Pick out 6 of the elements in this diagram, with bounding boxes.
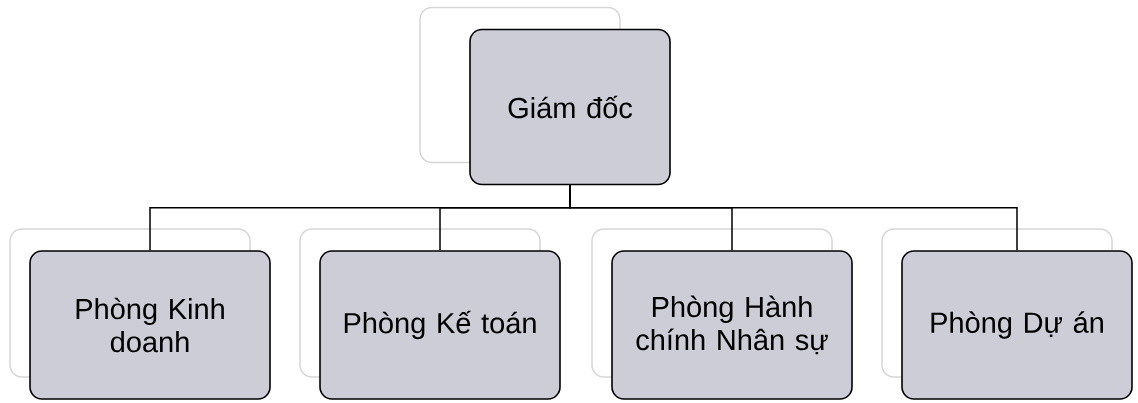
org-box: Giám đốc (419, 6, 671, 186)
connector-line (569, 184, 1018, 251)
org-box: Phòng Kế toán (299, 228, 561, 400)
org-box: Phòng Kinh doanh (9, 228, 271, 400)
org-box: Phòng Hành chính Nhân sự (591, 228, 853, 400)
org-box: Phòng Dự án (881, 228, 1133, 400)
